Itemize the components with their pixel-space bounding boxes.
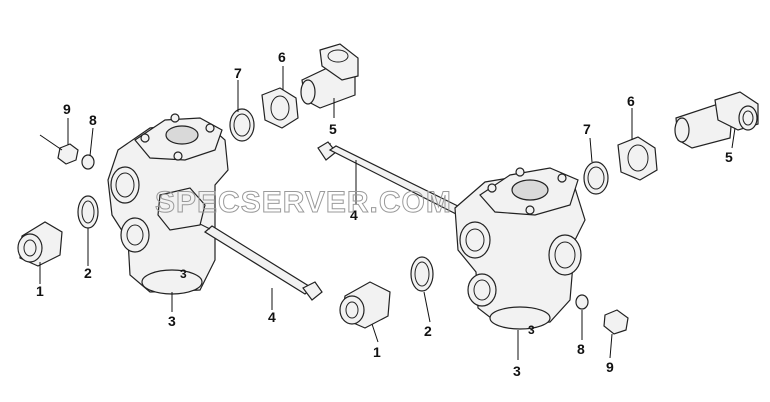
left-callout-9: 9 <box>63 101 71 117</box>
left-leaders <box>39 66 335 312</box>
left-callout-4: 4 <box>268 309 276 325</box>
right-washer <box>575 294 589 310</box>
left-callout-2: 2 <box>84 265 92 281</box>
right-leaders <box>355 108 736 360</box>
left-bolt <box>199 223 323 301</box>
left-lock-nut <box>261 87 299 129</box>
right-nut <box>603 309 629 335</box>
right-lock-nut <box>617 136 658 181</box>
left-callout-8: 8 <box>89 112 97 128</box>
right-bolt <box>317 141 472 219</box>
left-callout-5: 5 <box>329 121 337 137</box>
left-callout-1: 1 <box>36 283 44 299</box>
right-callout-2: 2 <box>424 323 432 339</box>
right-callout-5: 5 <box>725 149 733 165</box>
right-assembly: 3 <box>317 91 759 379</box>
right-fitting <box>339 281 391 329</box>
watermark-text: SPECSERVER.COM <box>155 186 452 219</box>
left-assembly: 3 <box>17 43 359 329</box>
right-callout-6: 6 <box>627 93 635 109</box>
right-elbow-fitting <box>674 91 759 149</box>
left-callout-3: 3 <box>168 313 176 329</box>
left-elbow-fitting <box>300 43 359 109</box>
right-callout-3: 3 <box>513 363 521 379</box>
right-valve-body: 3 <box>454 167 586 337</box>
right-callout-9: 9 <box>606 359 614 375</box>
left-nut <box>57 143 79 165</box>
left-callout-7: 7 <box>234 65 242 81</box>
right-callout-8: 8 <box>577 341 585 357</box>
left-callout-6: 6 <box>278 49 286 65</box>
left-washer <box>81 154 95 170</box>
left-valve-body: 3 <box>107 113 229 295</box>
left-fitting <box>17 221 63 267</box>
right-body-inner-label: 3 <box>528 323 535 337</box>
right-callout-1: 1 <box>373 344 381 360</box>
right-callout-7: 7 <box>583 121 591 137</box>
left-body-inner-label: 3 <box>180 267 187 281</box>
right-callout-4: 4 <box>350 207 358 223</box>
